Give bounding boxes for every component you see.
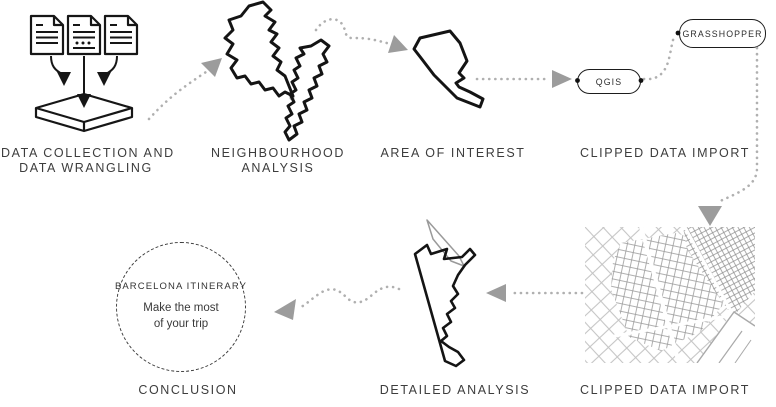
label-neighbourhood-analysis: NEIGHBOURHOOD ANALYSIS bbox=[210, 146, 345, 175]
grasshopper-node: GRASSHOPPER bbox=[679, 19, 766, 48]
document-dots bbox=[75, 41, 91, 45]
bubble-title: BARCELONA ITINERARY bbox=[114, 281, 248, 293]
bubble-subtitle-line2: of your trip bbox=[153, 318, 209, 330]
arrowhead-icon bbox=[388, 35, 408, 53]
map-avenue bbox=[683, 227, 735, 316]
area-of-interest-outline bbox=[412, 29, 485, 109]
neighbourhood-map-outline bbox=[223, 0, 331, 142]
label-clipped-data-import-top: CLIPPED DATA IMPORT bbox=[580, 146, 751, 160]
map-dense-quarter bbox=[683, 227, 755, 317]
arrowhead-icon bbox=[274, 299, 296, 320]
bubble-subtitle-line1: Make the most bbox=[143, 302, 219, 315]
label-data-collection: DATA COLLECTION AND DATA WRANGLING bbox=[1, 146, 175, 175]
qgis-node: QGIS bbox=[577, 69, 641, 94]
label-conclusion: CONCLUSION bbox=[138, 383, 238, 397]
qgis-node-label: QGIS bbox=[595, 76, 623, 87]
district-boundary-light bbox=[426, 219, 465, 267]
arrow-detailed-to-conclusion bbox=[297, 285, 401, 310]
map-port-area bbox=[697, 311, 755, 363]
map-avenue bbox=[639, 227, 681, 363]
street-map-thumbnail bbox=[585, 227, 755, 363]
arrowhead-icon bbox=[552, 70, 572, 88]
label-area-of-interest: AREA OF INTEREST bbox=[380, 146, 526, 160]
district-boundary-dark bbox=[413, 243, 477, 368]
arrowhead-icon bbox=[698, 206, 722, 226]
conclusion-circle: BARCELONA ITINERARY Make the most of you… bbox=[114, 242, 248, 372]
arrow-collection-to-neighbourhood bbox=[147, 70, 208, 121]
grasshopper-node-label: GRASSHOPPER bbox=[682, 28, 763, 39]
map-avenue bbox=[608, 313, 734, 339]
label-clipped-data-import-bottom: CLIPPED DATA IMPORT bbox=[580, 383, 751, 397]
data-collection-icon bbox=[29, 14, 139, 133]
arrow-qgis-to-grasshopper bbox=[642, 34, 677, 81]
arrow-grasshopper-to-map bbox=[716, 46, 759, 204]
detailed-analysis-outline bbox=[413, 219, 477, 368]
label-detailed-analysis: DETAILED ANALYSIS bbox=[379, 383, 531, 397]
